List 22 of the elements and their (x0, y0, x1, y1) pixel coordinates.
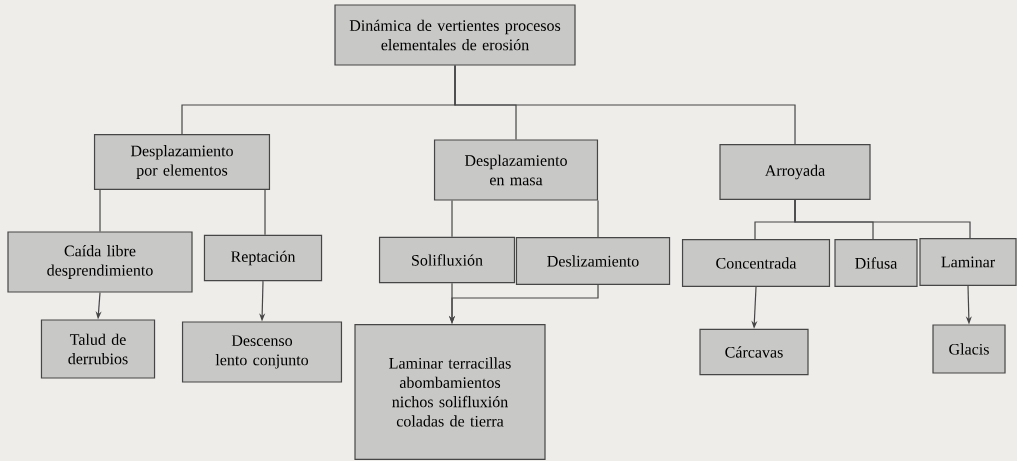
process-box: Talud de derrubios (40, 319, 156, 379)
process-box: Dinámica de vertientes procesos elementales de erosión (334, 4, 576, 66)
process-box: Descenso lento conjunto (181, 321, 343, 383)
process-box: Cárcavas (699, 328, 809, 376)
connector (454, 65, 796, 145)
process-box: Laminar terracillas abombamientos nichos solifluxión coladas de tierra (354, 323, 546, 461)
process-box: Solifluxión (378, 236, 516, 284)
process-box: Difusa (834, 238, 918, 288)
connector (597, 200, 599, 238)
process-box: Arroyada (719, 143, 871, 201)
connector (451, 200, 453, 238)
process-box: Deslizamiento (515, 236, 671, 286)
process-box: Laminar (919, 237, 1017, 287)
connector (264, 189, 266, 236)
process-box: Glacis (932, 324, 1006, 374)
process-box: Caída libre desprendimiento (7, 231, 193, 293)
connector (794, 199, 971, 239)
process-box: Desplazamiento en masa (433, 139, 599, 201)
connector (99, 189, 101, 232)
process-box: Concentrada (681, 238, 831, 288)
process-box: Reptación (203, 234, 323, 282)
process-box: Desplazamiento por elementos (93, 133, 271, 191)
